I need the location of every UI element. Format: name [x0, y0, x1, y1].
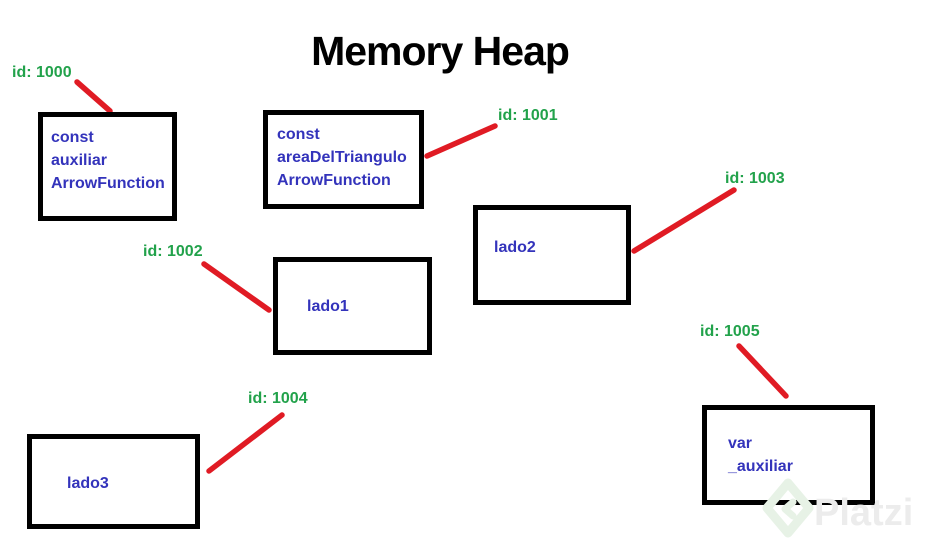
heap-node-area-del-triangulo: const areaDelTriangulo ArrowFunction — [263, 110, 424, 209]
connector-id-1005 — [736, 343, 789, 399]
heap-node-auxiliar: const auxiliar ArrowFunction — [38, 112, 177, 221]
node-text-line: const — [51, 129, 94, 146]
id-label-1004: id: 1004 — [248, 390, 308, 407]
node-text-line: ArrowFunction — [51, 175, 165, 192]
connector-id-1002 — [201, 261, 272, 313]
id-label-1000: id: 1000 — [12, 64, 72, 81]
node-text-line: ArrowFunction — [277, 172, 391, 189]
id-label-1002: id: 1002 — [143, 243, 203, 260]
connector-id-1001 — [424, 123, 498, 159]
diagram-title: Memory Heap — [311, 28, 570, 74]
id-label-1003: id: 1003 — [725, 170, 785, 187]
platzi-logo-icon — [762, 478, 814, 538]
node-text-line: areaDelTriangulo — [277, 149, 407, 166]
id-label-1001: id: 1001 — [498, 107, 558, 124]
node-text-line: lado2 — [494, 239, 536, 256]
heap-node-lado1: lado1 — [273, 257, 432, 355]
node-text-line: _auxiliar — [728, 458, 793, 475]
platzi-wordmark: Platzi — [814, 492, 914, 534]
connector-id-1003 — [631, 187, 737, 254]
node-text-line: const — [277, 126, 320, 143]
node-text-line: lado3 — [67, 475, 109, 492]
connector-id-1000 — [74, 79, 113, 114]
node-text-line: lado1 — [307, 298, 349, 315]
id-label-1005: id: 1005 — [700, 323, 760, 340]
connector-id-1004 — [206, 412, 285, 474]
node-text-line: var — [728, 435, 753, 452]
node-text-line: auxiliar — [51, 152, 108, 169]
heap-node-lado3: lado3 — [27, 434, 200, 529]
heap-node-lado2: lado2 — [473, 205, 631, 305]
